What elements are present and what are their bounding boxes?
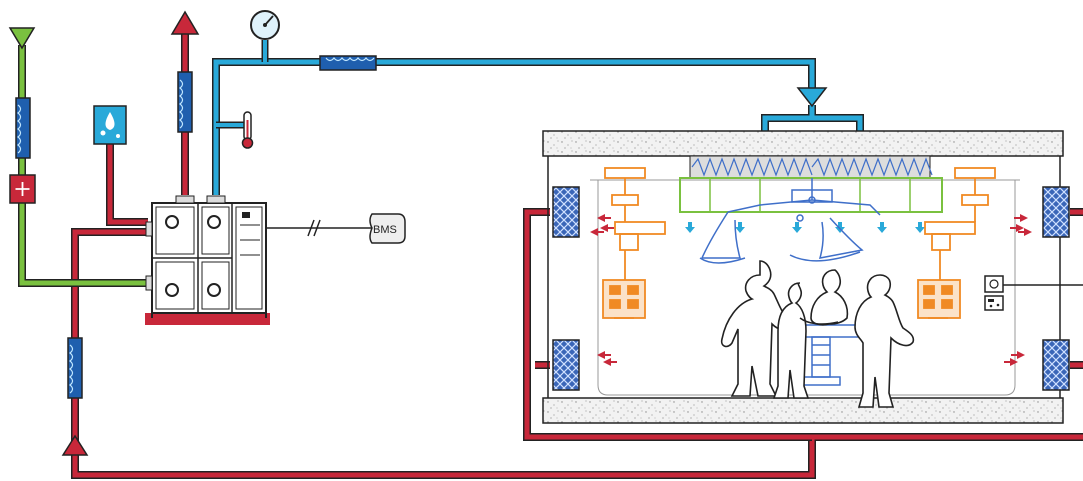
- filter-icon: [68, 338, 82, 398]
- heater-icon: [10, 175, 35, 203]
- fresh-air-intake-icon: [10, 28, 34, 48]
- surgical-pendant: [918, 168, 995, 318]
- humidifier-icon: [94, 106, 126, 144]
- filter-icon: [178, 72, 192, 132]
- return-grille-icon: [553, 340, 579, 390]
- return-arrow-icon: [63, 436, 87, 455]
- return-grille-icon: [1043, 187, 1069, 237]
- control-panel-icon: [985, 276, 1083, 310]
- surgical-pendant: [603, 168, 665, 318]
- return-grille-icon: [1043, 340, 1069, 390]
- return-flow-arrows: [590, 214, 1032, 366]
- surgical-lights: [700, 178, 880, 263]
- bms-label: BMS: [373, 224, 397, 236]
- fresh-air-duct: [22, 45, 148, 283]
- filter-icon: [320, 56, 376, 70]
- return-grille-icon: [553, 187, 579, 237]
- supply-arrow-icon: [798, 88, 826, 106]
- air-handling-unit: [145, 196, 270, 325]
- thermometer-icon: [243, 112, 253, 148]
- exhaust-arrow-icon: [172, 12, 198, 34]
- filter-icon: [16, 98, 30, 158]
- pressure-gauge-icon: [251, 11, 279, 39]
